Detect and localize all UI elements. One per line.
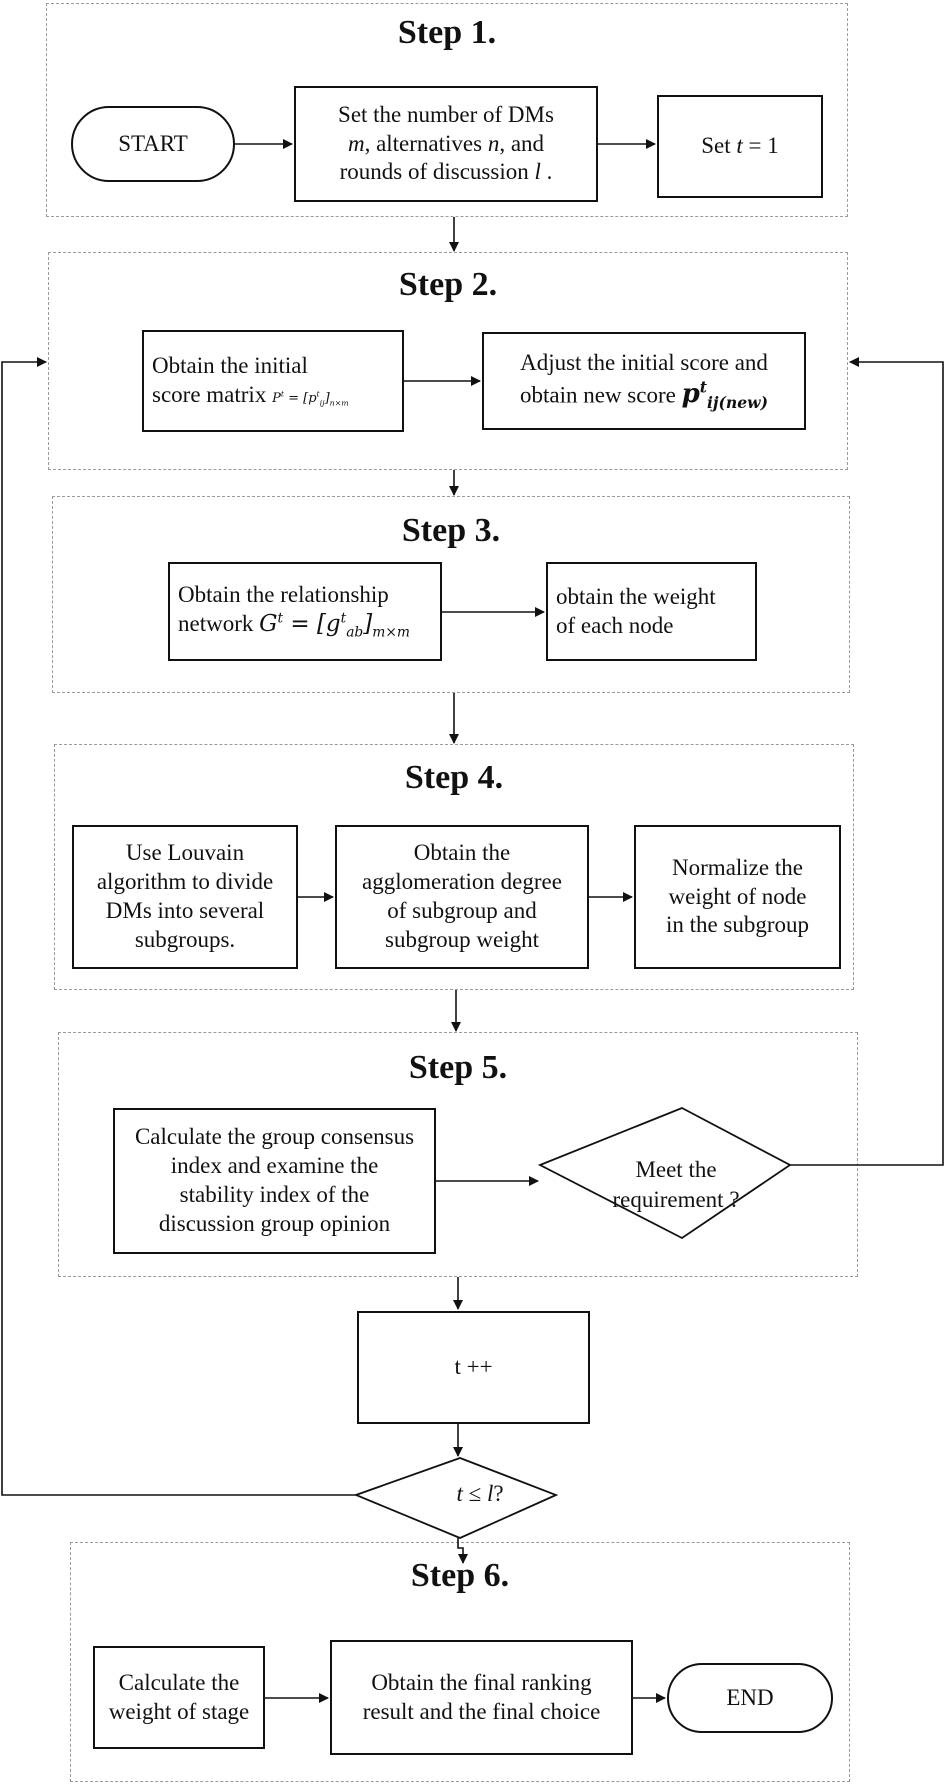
set-parameters-line3-end: .	[540, 159, 553, 185]
adjust-score-box: Adjust the initial score and obtain new …	[482, 332, 806, 430]
network-line1: Obtain the relationship	[178, 582, 389, 608]
louvain-box: Use Louvain algorithm to divide DMs into…	[72, 825, 298, 969]
cond-var-t: t	[456, 1481, 463, 1507]
set-t-suffix: = 1	[742, 133, 779, 159]
stage-weight-label: Calculate the weight of stage	[108, 1669, 250, 1724]
set-t-box: Set t = 1	[657, 95, 823, 198]
step1-stage: Step 1.	[46, 3, 848, 217]
score-matrix-formula: Pt = [ptij]n×m	[272, 389, 349, 408]
var-m: m	[347, 130, 365, 156]
normalize-box: Normalize the weight of node in the subg…	[634, 825, 841, 969]
step5-stage: Step 5.	[58, 1032, 858, 1277]
initial-score-line2: score matrix	[152, 382, 273, 407]
cond-op: ≤	[462, 1481, 487, 1507]
network-formula: Gt = [gtab]m×m	[259, 610, 410, 641]
stage-weight-box: Calculate the weight of stage	[93, 1646, 265, 1749]
node-weight-box: obtain the weight of each node	[546, 562, 757, 661]
arrow-condition-to-step6	[457, 1538, 468, 1564]
step5-title: Step 5.	[408, 1049, 508, 1086]
final-ranking-box: Obtain the final ranking result and the …	[330, 1640, 633, 1755]
var-t: t	[736, 133, 743, 159]
relationship-network-box: Obtain the relationship network Gt = [gt…	[168, 562, 442, 661]
var-l: l	[534, 159, 541, 185]
adjust-score-line1: Adjust the initial score and	[520, 349, 768, 375]
condition-diamond	[353, 1457, 559, 1539]
adjust-score-line2: obtain new score	[520, 382, 682, 408]
node-weight-label: obtain the weight of each node	[556, 583, 716, 638]
requirement-diamond	[537, 1107, 792, 1240]
louvain-label: Use Louvain algorithm to divide DMs into…	[96, 840, 274, 952]
arrow-requirement-feedback	[790, 357, 944, 1166]
new-score-formula: ptij(new)	[681, 377, 768, 413]
network-line2: network	[178, 611, 260, 636]
step3-title: Step 3.	[401, 512, 501, 549]
initial-score-line1: Obtain the initial	[152, 353, 308, 379]
set-parameters-box: Set the number of DMs m, alternatives n,…	[294, 86, 598, 202]
consensus-box: Calculate the group consensus index and …	[113, 1108, 436, 1254]
set-parameters-line2: , alternatives	[364, 130, 488, 156]
increment-label: t ++	[454, 1354, 493, 1380]
step3-stage: Step 3.	[52, 496, 850, 693]
end-label: END	[726, 1684, 774, 1710]
increment-box: t ++	[357, 1311, 590, 1424]
step4-title: Step 4.	[404, 759, 504, 796]
requirement-diamond-label: Meet the requirement ?	[612, 1157, 740, 1212]
var-n: n	[487, 130, 500, 156]
step2-stage: Step 2.	[48, 252, 848, 470]
set-t-prefix: Set	[701, 133, 737, 159]
set-parameters-line3: rounds of discussion	[339, 159, 535, 185]
step4-stage: Step 4.	[54, 744, 854, 990]
start-terminal: START	[71, 106, 235, 182]
end-terminal: END	[667, 1663, 833, 1733]
arrow-condition-loop	[1, 357, 356, 1496]
set-parameters-line2-end: , and	[499, 130, 545, 156]
step2-title: Step 2.	[398, 266, 498, 303]
agglomeration-box: Obtain the agglomeration degree of subgr…	[335, 825, 589, 969]
step1-title: Step 1.	[397, 14, 497, 51]
initial-score-box: Obtain the initial score matrix Pt = [pt…	[142, 330, 404, 432]
condition-diamond-label: t ≤ l?	[400, 1468, 560, 1520]
consensus-label: Calculate the group consensus index and …	[134, 1124, 415, 1236]
cond-var-l: l	[486, 1481, 494, 1507]
set-parameters-line1: Set the number of DMs	[338, 101, 554, 127]
final-ranking-label: Obtain the final ranking result and the …	[362, 1669, 601, 1724]
normalize-label: Normalize the weight of node in the subg…	[665, 854, 810, 938]
agglomeration-label: Obtain the agglomeration degree of subgr…	[362, 840, 562, 952]
start-label: START	[118, 130, 188, 156]
cond-question: ?	[493, 1481, 504, 1507]
